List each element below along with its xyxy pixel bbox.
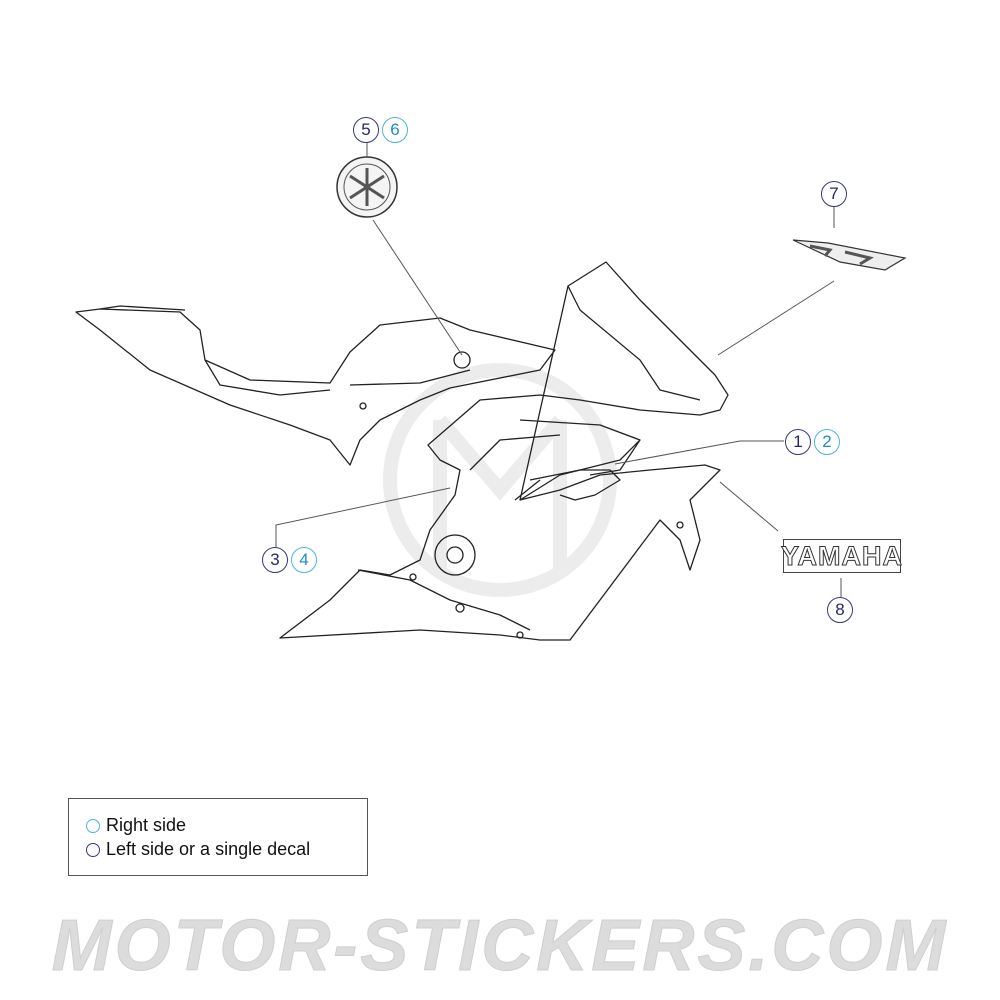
legend-item-left: Left side or a single decal — [86, 839, 310, 860]
bolt-hole — [359, 402, 367, 410]
yamaha-text-decal: YAMAHA — [781, 539, 903, 573]
site-watermark: MOTOR-STICKERS.COM — [51, 906, 949, 987]
callout-8[interactable]: 8 — [827, 597, 853, 623]
legend-left-label: Left side or a single decal — [106, 839, 311, 859]
leader-lines — [275, 143, 842, 597]
fairing-hole — [434, 534, 476, 576]
bolt-hole — [516, 631, 524, 639]
callout-6[interactable]: 6 — [382, 117, 408, 143]
callout-3[interactable]: 3 — [262, 547, 288, 573]
legend-right-label: Right side — [106, 815, 187, 835]
bolt-hole — [676, 521, 684, 529]
seat-line — [99, 305, 471, 396]
left-side-circle-icon — [86, 842, 100, 857]
callout-5[interactable]: 5 — [353, 117, 379, 143]
callout-2[interactable]: 2 — [814, 429, 840, 455]
right-side-circle-icon — [86, 818, 100, 833]
front-fairing-outline — [279, 261, 729, 641]
bolt-hole — [409, 573, 417, 581]
fairing-detail-lines — [357, 285, 701, 631]
legend: Right side Left side or a single decal — [68, 798, 368, 876]
callout-4[interactable]: 4 — [291, 547, 317, 573]
background-logo-watermark — [383, 363, 617, 597]
bolt-hole — [455, 603, 465, 613]
r1-logo-outline — [514, 469, 621, 501]
side-stripe-decal — [792, 239, 907, 271]
callout-1[interactable]: 1 — [785, 429, 811, 455]
tank-emblem-mark — [453, 351, 471, 369]
tail-section-outline — [75, 308, 556, 466]
legend-item-right: Right side — [86, 815, 186, 836]
callout-7[interactable]: 7 — [821, 181, 847, 207]
tank-emblem-decal — [336, 156, 398, 218]
fairing-hole-inner — [446, 546, 464, 564]
